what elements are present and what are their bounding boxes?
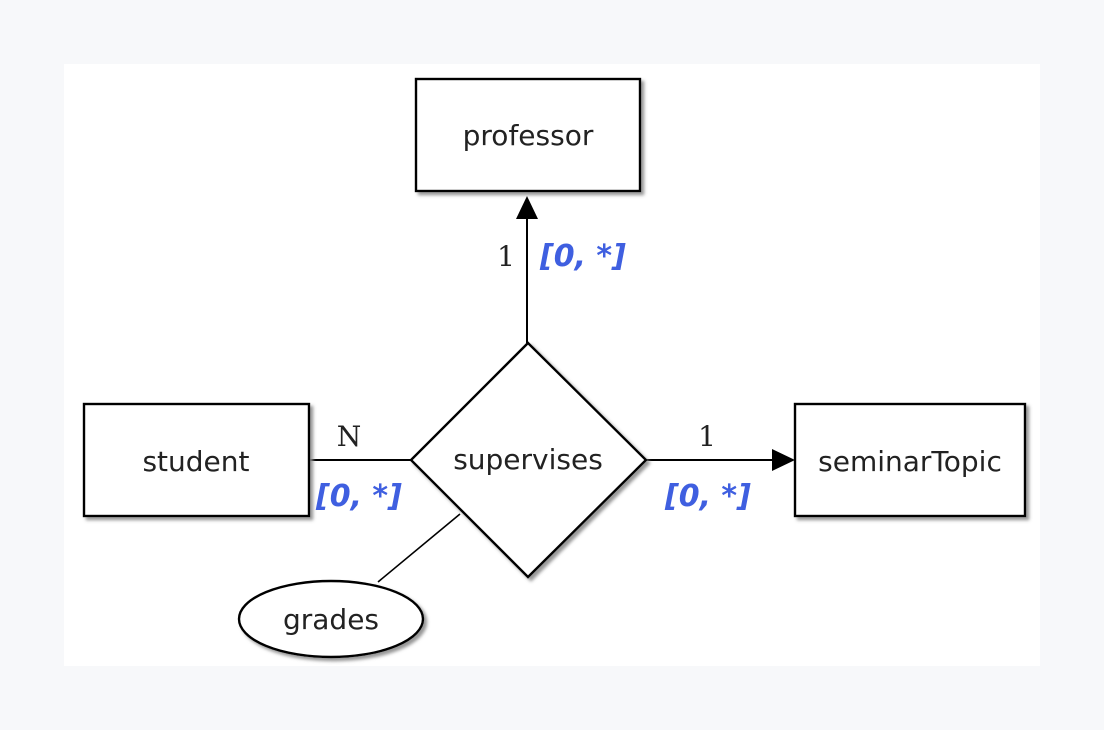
connector-grades [377, 513, 461, 583]
annotation-student: [0, *] [315, 479, 402, 514]
cardinality-seminar-topic: 1 [698, 420, 716, 453]
annotation-professor: [0, *] [539, 239, 626, 274]
relationship-supervises: supervises [409, 341, 648, 579]
annotation-seminar-topic: [0, *] [664, 479, 751, 514]
entity-student: student [82, 402, 311, 518]
entity-seminar-topic-label: seminarTopic [818, 445, 1002, 478]
cardinality-professor: 1 [497, 240, 515, 273]
entity-student-label: student [142, 445, 249, 478]
entity-professor: professor [414, 77, 642, 193]
relationship-supervises-label: supervises [453, 443, 603, 476]
cardinality-student: N [337, 420, 362, 453]
entity-professor-label: professor [463, 119, 594, 152]
arrowhead-professor [516, 196, 538, 219]
arrowhead-seminar-topic [772, 449, 795, 471]
entity-seminar-topic: seminarTopic [793, 402, 1027, 518]
attribute-grades-label: grades [283, 603, 379, 636]
attribute-grades: grades [237, 579, 425, 659]
